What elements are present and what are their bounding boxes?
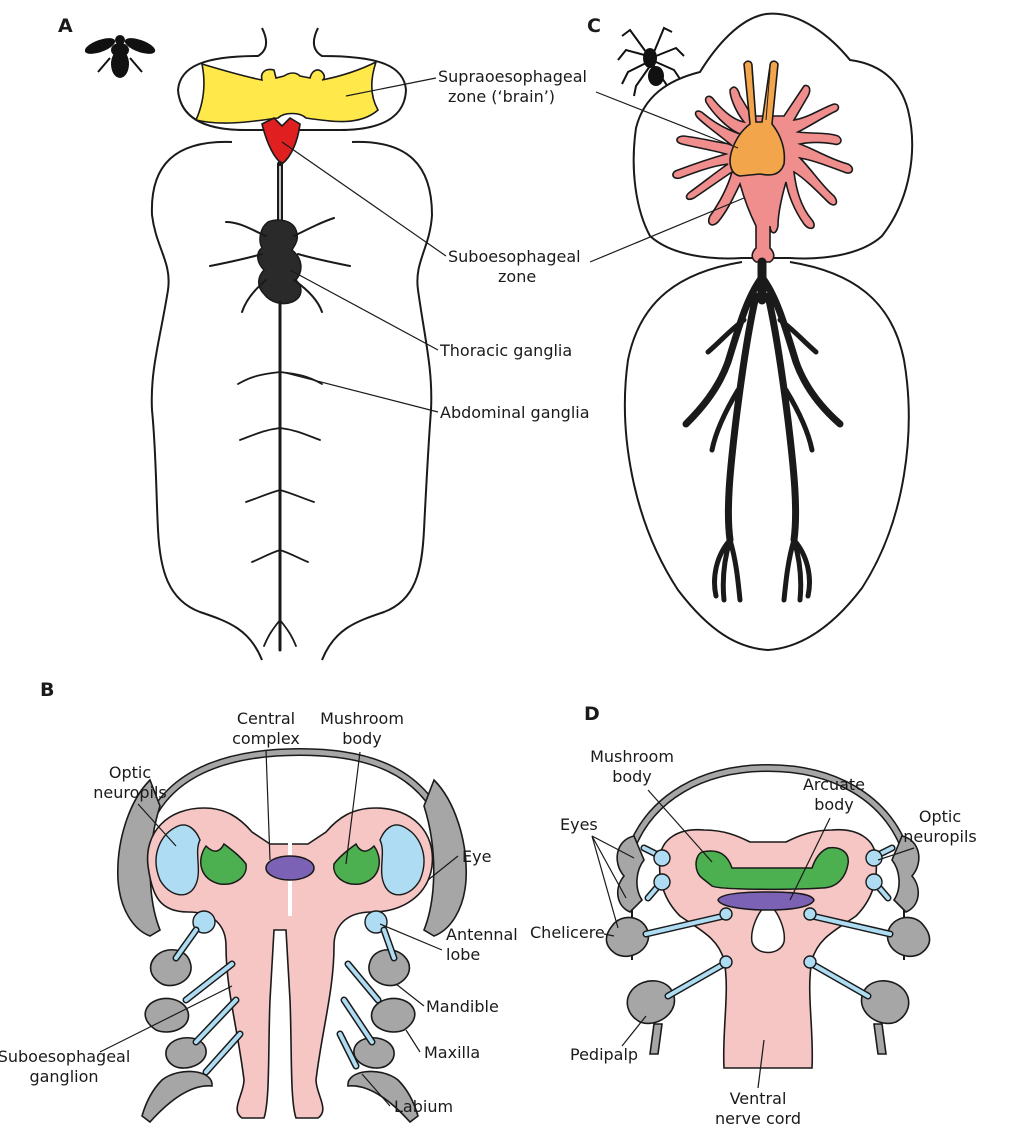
- chelicere-right: [887, 917, 929, 956]
- label-eyes: Eyes: [560, 815, 598, 834]
- label-optic-d-line2: neuropils: [903, 827, 977, 846]
- label-pedipalp: Pedipalp: [570, 1045, 638, 1064]
- bee-body-outline: [152, 142, 432, 660]
- label-labium: Labium: [394, 1097, 453, 1116]
- panel-b-letter: B: [40, 679, 54, 701]
- panel-d: D: [530, 703, 977, 1128]
- pedipalp-left: [627, 981, 674, 1054]
- label-antennal-line1: Antennal: [446, 925, 518, 944]
- panel-a: A Sup: [58, 15, 590, 660]
- spider-opisthosoma-outline: [625, 262, 909, 650]
- label-mushroom-d-line2: body: [612, 767, 652, 786]
- panel-d-letter: D: [584, 703, 600, 725]
- label-maxilla: Maxilla: [424, 1043, 480, 1062]
- pedipalp-right: [862, 981, 909, 1054]
- label-arcuate-line2: body: [814, 795, 854, 814]
- label-thoracic-ganglia: Thoracic ganglia: [439, 341, 572, 360]
- label-suboesophageal-2: zone: [498, 267, 536, 286]
- label-mandible: Mandible: [426, 997, 499, 1016]
- label-arcuate-line1: Arcuate: [803, 775, 865, 794]
- label-suboesophageal-1: Suboesophageal: [448, 247, 581, 266]
- label-ventral-line1: Ventral: [730, 1089, 787, 1108]
- label-ventral-line2: nerve cord: [715, 1109, 801, 1128]
- label-subgang-line2: ganglion: [29, 1067, 98, 1086]
- label-supraoesophageal-1: Supraoesophageal: [438, 67, 587, 86]
- label-abdominal-ganglia: Abdominal ganglia: [440, 403, 590, 422]
- label-subgang-line1: Suboesophageal: [0, 1047, 130, 1066]
- label-eye: Eye: [462, 847, 491, 866]
- label-mushroom-b-line2: body: [342, 729, 382, 748]
- label-mushroom-d-line1: Mushroom: [590, 747, 674, 766]
- label-supraoesophageal-2: zone (‘brain’): [448, 87, 555, 106]
- panel-a-letter: A: [58, 15, 73, 37]
- label-antennal-line2: lobe: [446, 945, 480, 964]
- insect-mouthparts: [142, 950, 418, 1122]
- panel-c: C: [587, 14, 912, 650]
- spider-arcuate-body: [718, 892, 814, 910]
- panel-c-letter: C: [587, 15, 601, 37]
- chelicere-left: [606, 917, 648, 956]
- central-complex: [266, 856, 314, 880]
- label-central-line1: Central: [237, 709, 295, 728]
- label-optic-d-line1: Optic: [919, 807, 961, 826]
- label-central-line2: complex: [232, 729, 300, 748]
- bee-silhouette-icon: [83, 35, 157, 78]
- suboesophageal-zone: [262, 118, 300, 164]
- label-optic-b-line2: neuropils: [93, 783, 167, 802]
- mandible: [369, 950, 409, 986]
- label-optic-b-line1: Optic: [109, 763, 151, 782]
- label-chelicere: Chelicere: [530, 923, 605, 942]
- label-mushroom-b-line1: Mushroom: [320, 709, 404, 728]
- panel-b: B: [0, 679, 518, 1122]
